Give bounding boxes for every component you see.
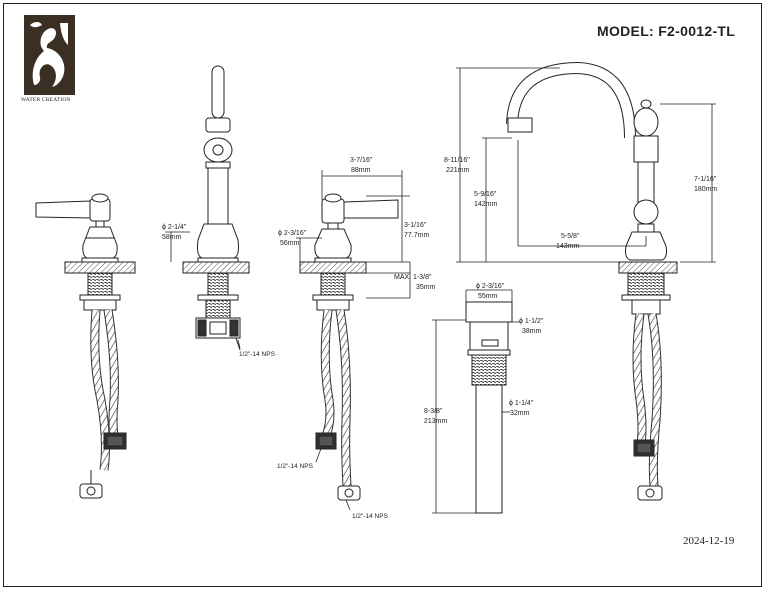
drawing-date: 2024-12-19 (683, 535, 735, 547)
dim-handle-base-dia-mm: 58mm (162, 234, 182, 241)
sheet-border (3, 3, 762, 587)
left-handle-valve (35, 193, 136, 499)
dim-drain-length-mm: 213mm (424, 418, 448, 425)
dimension-lines (165, 67, 716, 514)
dim-nps-right-upper: 1/2"-14 NPS (277, 463, 314, 470)
dim-drain-thread-dia-mm: 38mm (522, 328, 542, 335)
dim-body-height-mm: 180mm (694, 186, 718, 193)
dim-handle-height: 3-1/16" (404, 222, 427, 229)
logo-text: WATER CREATION (21, 97, 71, 103)
dim-drain-tail-dia-mm: 32mm (510, 410, 530, 417)
water-creation-logo (24, 15, 75, 95)
dim-max-deck: MAX. 1-3/8" (394, 274, 432, 281)
dim-handle-width: 3-7/16" (350, 157, 373, 164)
drain-assembly (465, 301, 513, 514)
dim-handle-width-mm: 88mm (351, 167, 371, 174)
right-handle-valve (299, 193, 399, 501)
dim-drain-top-dia-mm: 55mm (478, 293, 498, 300)
dim-drain-length: 8-3/8" (424, 408, 443, 415)
dim-drain-thread-dia: ϕ 1-1/2" (519, 318, 544, 325)
dim-total-height: 8-11/16" (444, 157, 470, 164)
dim-total-height-mm: 221mm (446, 167, 470, 174)
dim-handle-height-mm: 77.7mm (404, 232, 429, 239)
dim-nps-right-lower: 1/2"-14 NPS (352, 513, 389, 520)
dim-handle-base-dia: ϕ 2-1/4" (162, 224, 187, 231)
dim-spout-reach-mm: 143mm (556, 243, 580, 250)
dim-spout-height: 5-9/16" (474, 191, 497, 198)
dim-body-height: 7-1/16" (694, 176, 717, 183)
dim-spout-reach: 5-5/8" (561, 233, 580, 240)
dim-spout-height-mm: 142mm (474, 201, 498, 208)
dim-spout-dia-mm: 56mm (280, 240, 300, 247)
dim-max-deck-mm: 35mm (416, 284, 436, 291)
center-faucet-side (182, 65, 250, 351)
dim-drain-tail-dia: ϕ 1-1/4" (509, 400, 534, 407)
dim-spout-dia: ϕ 2-3/16" (278, 230, 307, 237)
model-number: MODEL: F2-0012-TL (597, 23, 736, 39)
dim-nps-center: 1/2"-14 NPS (239, 351, 276, 358)
dim-drain-top-dia: ϕ 2-3/16" (476, 283, 505, 290)
faucet-front-view (506, 61, 678, 501)
